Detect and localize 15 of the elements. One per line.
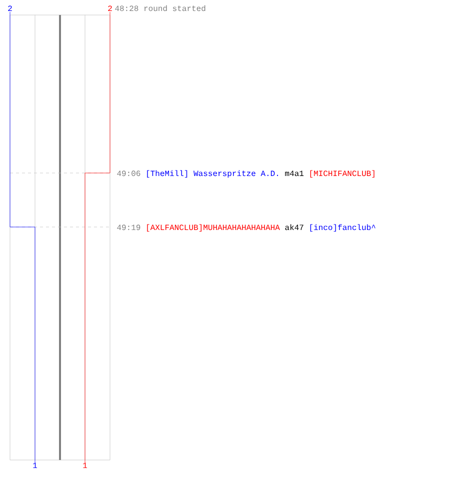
kill-entry: 49:19 [AXLFANCLUB]MUHAHAHAHAHAHAHA ak47 [inco]fanclub^ <box>116 224 376 232</box>
team-count: 1 <box>83 462 87 468</box>
label: 49:06 <box>117 170 140 176</box>
label: 49:19 <box>117 224 140 230</box>
round-start-text: 48:28 round started <box>115 5 206 12</box>
label: ak47 <box>285 224 304 230</box>
label: m4a1 <box>285 170 304 176</box>
label: [TheMill] Wasserspritze A.D. <box>147 170 278 178</box>
team-count: 2 <box>108 6 112 11</box>
label: [AXLFANCLUB]MUHAHAHAHAHAHAHA <box>147 224 280 232</box>
label: [MICHIFANCLUB] <box>310 170 374 178</box>
kill-entry: 49:06 [TheMill] Wasserspritze A.D. m4a1 [MICHIFANCLUB] <box>116 170 376 178</box>
label: [inco]fanclub^ <box>310 224 376 232</box>
team-count: 2 <box>8 6 12 11</box>
team-count: 1 <box>33 462 37 468</box>
